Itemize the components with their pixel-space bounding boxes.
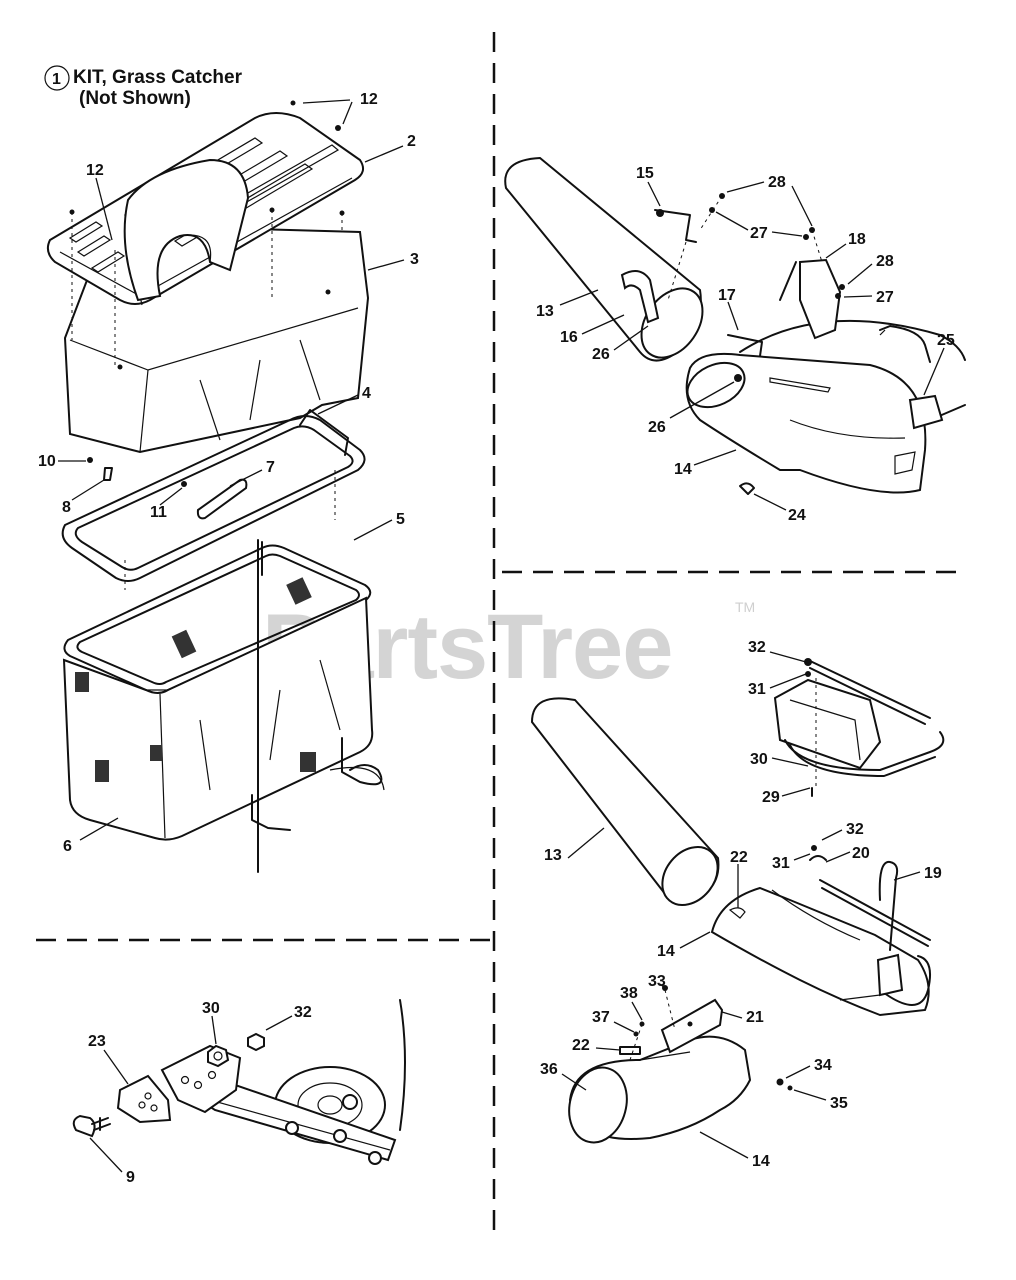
callout-25: 25 <box>937 332 955 349</box>
callout-14b: 14 <box>657 943 675 960</box>
callout-36: 36 <box>540 1061 558 1078</box>
callout-13b: 13 <box>544 847 562 864</box>
callout-26b: 26 <box>648 419 666 436</box>
callout-28a: 28 <box>768 174 786 191</box>
callout-10: 10 <box>38 453 56 470</box>
callout-26a: 26 <box>592 346 610 363</box>
callout-14a: 14 <box>674 461 692 478</box>
callout-6: 6 <box>63 838 72 855</box>
callout-35: 35 <box>830 1095 848 1112</box>
callout-32b: 32 <box>846 821 864 838</box>
callouts-catcher: 12 2 12 3 4 10 7 8 11 5 6 <box>38 91 419 855</box>
kit-title-line1: KIT, Grass Catcher <box>73 67 243 88</box>
kit-title-line2: (Not Shown) <box>79 88 191 109</box>
callout-28b: 28 <box>876 253 894 270</box>
callout-12a: 12 <box>360 91 378 108</box>
callout-33: 33 <box>648 973 666 990</box>
callout-2: 2 <box>407 133 416 150</box>
callout-27a: 27 <box>750 225 768 242</box>
callout-19: 19 <box>924 865 942 882</box>
kit-number: 1 <box>52 71 61 88</box>
callout-27b: 27 <box>876 289 894 306</box>
callout-32c: 32 <box>294 1004 312 1021</box>
callouts-alt-chute: 32 31 30 29 13 32 22 31 20 19 14 33 38 2… <box>540 639 942 1170</box>
callout-37: 37 <box>592 1009 610 1026</box>
callout-14c: 14 <box>752 1153 770 1170</box>
callout-21: 21 <box>746 1009 764 1026</box>
grass-catcher-assembly <box>46 100 385 873</box>
callout-29: 29 <box>762 789 780 806</box>
callouts-wheel-bracket: 30 32 23 9 <box>88 1000 312 1186</box>
callout-12b: 12 <box>86 162 104 179</box>
section-dividers <box>36 32 962 1240</box>
callout-9: 9 <box>126 1169 135 1186</box>
callout-22a: 22 <box>730 849 748 866</box>
callout-4: 4 <box>362 385 371 402</box>
kit-title: 1 KIT, Grass Catcher (Not Shown) <box>44 65 243 109</box>
callout-31b: 31 <box>772 855 790 872</box>
callout-22b: 22 <box>572 1037 590 1054</box>
callout-13a: 13 <box>536 303 554 320</box>
callout-5: 5 <box>396 511 405 528</box>
callout-8: 8 <box>62 499 71 516</box>
callout-15: 15 <box>636 165 654 182</box>
callout-34: 34 <box>814 1057 832 1074</box>
callout-18: 18 <box>848 231 866 248</box>
callout-38: 38 <box>620 985 638 1002</box>
callout-24: 24 <box>788 507 806 524</box>
callout-23: 23 <box>88 1033 106 1050</box>
callout-30a: 30 <box>750 751 768 768</box>
callout-16: 16 <box>560 329 578 346</box>
watermark-tm: TM <box>735 599 755 615</box>
alt-chute-mount-assembly <box>530 658 945 1144</box>
callouts-chute-mount: 15 28 27 18 28 27 13 17 16 25 26 26 14 2… <box>536 165 955 524</box>
chute-mount-assembly <box>504 156 966 495</box>
callout-11: 11 <box>150 504 167 521</box>
wheel-bracket-assembly <box>72 999 406 1165</box>
callout-30b: 30 <box>202 1000 220 1017</box>
callout-20: 20 <box>852 845 870 862</box>
callout-31a: 31 <box>748 681 766 698</box>
callout-7: 7 <box>266 459 275 476</box>
callout-3: 3 <box>410 251 419 268</box>
callout-17: 17 <box>718 287 736 304</box>
callout-32a: 32 <box>748 639 766 656</box>
